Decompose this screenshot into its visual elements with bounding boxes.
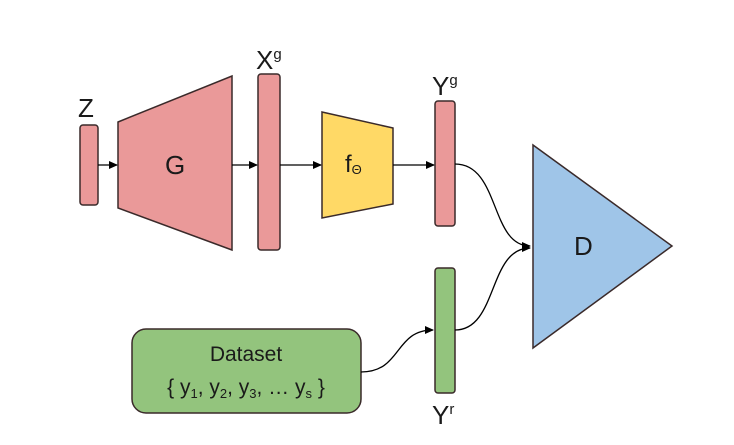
yr-label-base: Y [432,400,450,430]
yg-label-sup: g [449,72,458,89]
yg-label: Yg [432,73,458,99]
dataset-ys: y [295,376,306,399]
yg-vector-box [434,100,456,227]
yr-vector-box [434,267,456,394]
dataset-box [131,328,362,414]
dataset-sep-3: , … [256,376,296,399]
dataset-y3: y [238,376,250,399]
discriminator-label: D [574,233,593,259]
xg-label: Xg [256,47,282,73]
f-theta-block [321,111,394,219]
yr-label: Yr [432,402,454,428]
dataset-y3-sub: 3 [249,386,257,401]
xg-label-base: X [256,45,274,75]
f-theta-label: fΘ [345,153,362,177]
z-label: Z [78,95,94,121]
xg-label-sup: g [273,46,282,63]
dataset-sep-1: , [197,376,210,399]
yr-label-sup: r [449,401,455,418]
dataset-title: Dataset [209,343,283,366]
f-theta-sub: Θ [351,162,362,177]
dataset-open-brace: { [167,376,180,399]
dataset-y2: y [209,376,220,399]
discriminator-block [532,143,674,350]
generator-label-text: G [165,150,186,180]
arrow-yr-to-d [454,244,531,331]
dataset-sep-2: , [227,376,239,399]
arrow-yg-to-d [454,163,531,250]
dataset-close-brace: } [312,376,325,399]
dataset-y2-sub: 2 [219,386,228,401]
arrow-dataset-to-yr [360,326,434,373]
dataset-y1: y [179,376,191,399]
f-theta-base: f [345,151,352,178]
generator-block [117,74,233,252]
dataset-y1-sub: 1 [190,386,198,401]
discriminator-label-text: D [574,231,593,261]
z-label-text: Z [78,93,94,123]
dataset-ys-sub: s [305,386,313,401]
generator-label: G [165,152,185,178]
dataset-set: { y1, y2, y3, … ys } [130,376,362,400]
z-vector-box [79,124,99,206]
yg-label-base: Y [432,71,450,101]
xg-vector-box [257,73,281,251]
